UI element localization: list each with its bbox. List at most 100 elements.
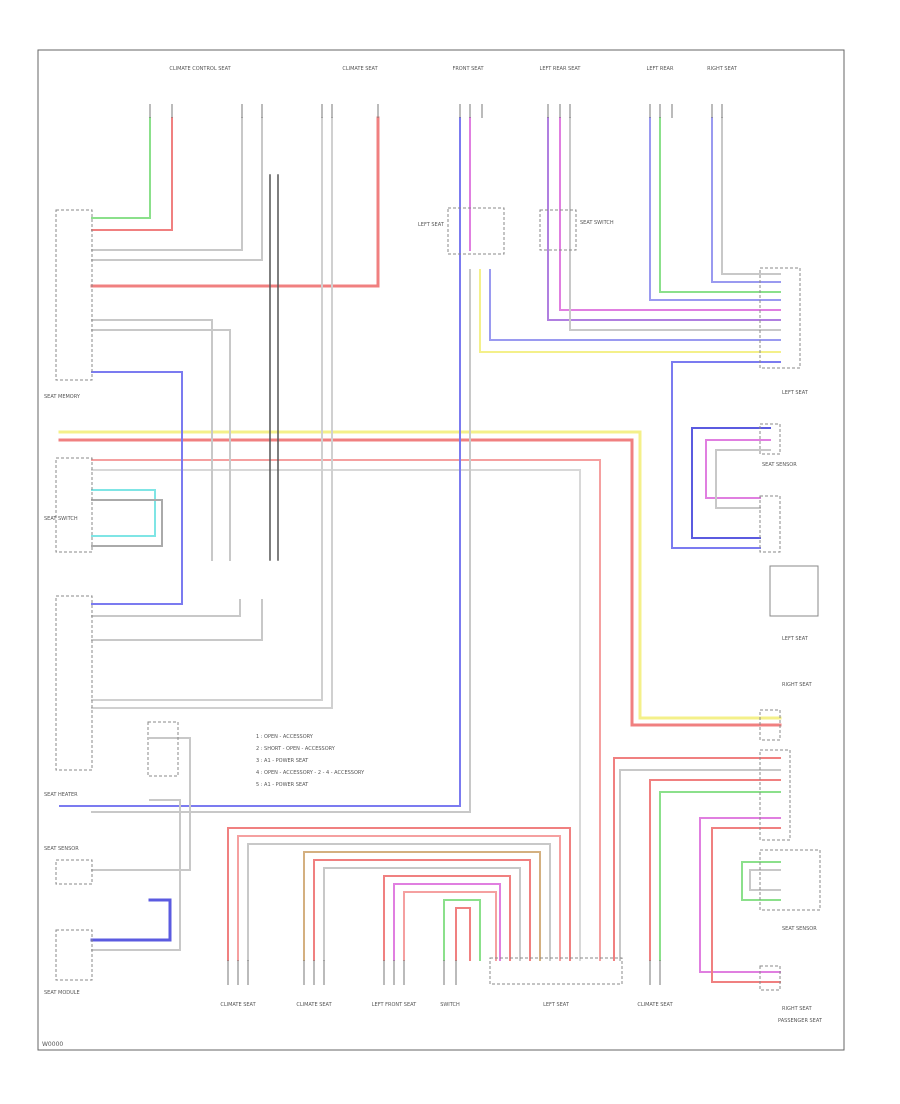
connector-right-5 — [759, 749, 791, 841]
wire-blue-1 — [91, 371, 183, 605]
wire-red-10 — [403, 891, 497, 961]
diagram-frame — [37, 49, 845, 1051]
wire-pink-2 — [559, 117, 781, 311]
bottom-component-label: LEFT FRONT SEAT — [372, 1002, 417, 1008]
wire-green-1 — [91, 117, 151, 219]
wire-gray-4 — [91, 117, 333, 709]
wire-gray-6 — [91, 329, 231, 561]
connector-mid-switch — [147, 721, 179, 777]
bottom-component-label: LEFT SEAT — [543, 1002, 570, 1008]
wire-gray-10 — [91, 269, 471, 813]
legend-line: 5 : A1 - POWER SEAT — [256, 782, 309, 788]
right-component-label: SEAT SENSOR — [782, 926, 817, 932]
bottom-component-label: CLIMATE SEAT — [220, 1002, 256, 1008]
wire-red-1 — [91, 117, 173, 231]
connector-left-4 — [55, 859, 93, 885]
connector-right-1 — [759, 267, 801, 369]
wire-red-mid — [91, 459, 601, 961]
wire-red-7 — [237, 835, 561, 961]
wire-pink-3 — [705, 439, 771, 499]
top-component-label: RIGHT SEAT — [707, 66, 738, 72]
left-component-label: SEAT SENSOR — [44, 846, 79, 852]
wire-gray-13 — [715, 449, 771, 509]
legend-line: 2 : SHORT - OPEN - ACCESSORY — [256, 746, 336, 752]
connectors — [55, 207, 821, 991]
wire-gray-19 — [91, 737, 191, 871]
wire-gray-1 — [91, 117, 243, 251]
bottom-pins — [227, 960, 661, 985]
connector-right-4 — [759, 709, 781, 741]
wire-red-5 — [711, 827, 781, 983]
wire-gray-9 — [91, 499, 163, 547]
wire-brown-1 — [303, 851, 541, 961]
right-component-label: LEFT SEAT — [782, 636, 809, 642]
wire-blue-2 — [59, 117, 461, 807]
left-component-label: SEAT MODULE — [44, 990, 80, 996]
wire-gray-7 — [91, 599, 241, 617]
wire-green-3 — [659, 791, 781, 961]
connector-left-5 — [55, 929, 93, 981]
wire-pink-4 — [699, 817, 781, 973]
connector-left-2 — [55, 457, 93, 553]
right-component-label: LEFT SEAT — [782, 390, 809, 396]
legend-line: 1 : OPEN - ACCESSORY — [256, 734, 314, 740]
top-component-label: CLIMATE SEAT — [342, 66, 378, 72]
connector-right-2 — [759, 423, 781, 455]
connector-bottom-main — [489, 957, 623, 985]
wire-gray-2 — [91, 117, 263, 261]
wire-yellow-bus — [58, 430, 782, 720]
wire-gray-18 — [91, 799, 181, 951]
connector-top-mid-2 — [539, 209, 577, 251]
wire-red-6 — [227, 827, 571, 961]
wire-red-9 — [383, 875, 511, 961]
connector-right-7 — [759, 965, 781, 991]
wire-blue-4 — [649, 117, 781, 301]
wire-red-3 — [613, 757, 781, 961]
bottom-component-label: SWITCH — [440, 1002, 460, 1008]
wire-gray-15 — [749, 869, 781, 891]
wire-pink-5 — [393, 883, 501, 961]
wire-gray-17 — [323, 867, 521, 961]
wire-red-bus — [58, 438, 782, 727]
connector-left-1 — [55, 209, 93, 381]
wire-blue-8 — [90, 898, 172, 942]
wire-green-2 — [659, 117, 781, 293]
connector-right-6 — [759, 849, 821, 911]
wire-green-5 — [443, 899, 481, 961]
wire-red-4 — [649, 779, 781, 961]
mid-component-label: LEFT SEAT — [418, 222, 445, 228]
right-component-label: RIGHT SEAT — [782, 1006, 813, 1012]
top-component-label: LEFT REAR SEAT — [540, 66, 582, 72]
wire-blue-5 — [711, 117, 781, 283]
wire-yellow-2 — [479, 269, 781, 353]
connector-top-mid — [447, 207, 505, 255]
right-component-label: SEAT SENSOR — [762, 462, 797, 468]
wire-gray-8 — [91, 599, 263, 641]
component-right-switch — [769, 565, 819, 617]
mid-component-label: SEAT SWITCH — [580, 220, 614, 226]
wire-gray-3 — [91, 117, 323, 701]
top-component-label: FRONT SEAT — [452, 66, 484, 72]
wire-red-11 — [455, 907, 471, 961]
top-component-label: CLIMATE CONTROL SEAT — [169, 66, 231, 72]
bottom-component-label: CLIMATE SEAT — [296, 1002, 332, 1008]
left-component-label: SEAT HEATER — [44, 792, 78, 798]
wire-red-2 — [90, 116, 380, 288]
connector-left-3 — [55, 595, 93, 771]
wire-green-4 — [741, 861, 781, 901]
wires — [58, 116, 782, 983]
wire-blue-3 — [489, 269, 781, 341]
wire-gray-mid — [91, 469, 581, 961]
wire-gray-5 — [91, 319, 213, 561]
wire-cyan-loop — [91, 489, 156, 537]
connector-right-3 — [759, 495, 781, 553]
wire-gray-16 — [247, 843, 551, 961]
legend-line: 4 : OPEN - ACCESSORY - 2 - 4 - ACCESSORY — [256, 770, 365, 776]
wire-gray-14 — [619, 769, 781, 961]
wire-blue-7 — [691, 427, 771, 539]
wire-red-8 — [313, 859, 531, 961]
wire-blue-6 — [671, 361, 781, 549]
left-component-label: SEAT SWITCH — [44, 516, 78, 522]
